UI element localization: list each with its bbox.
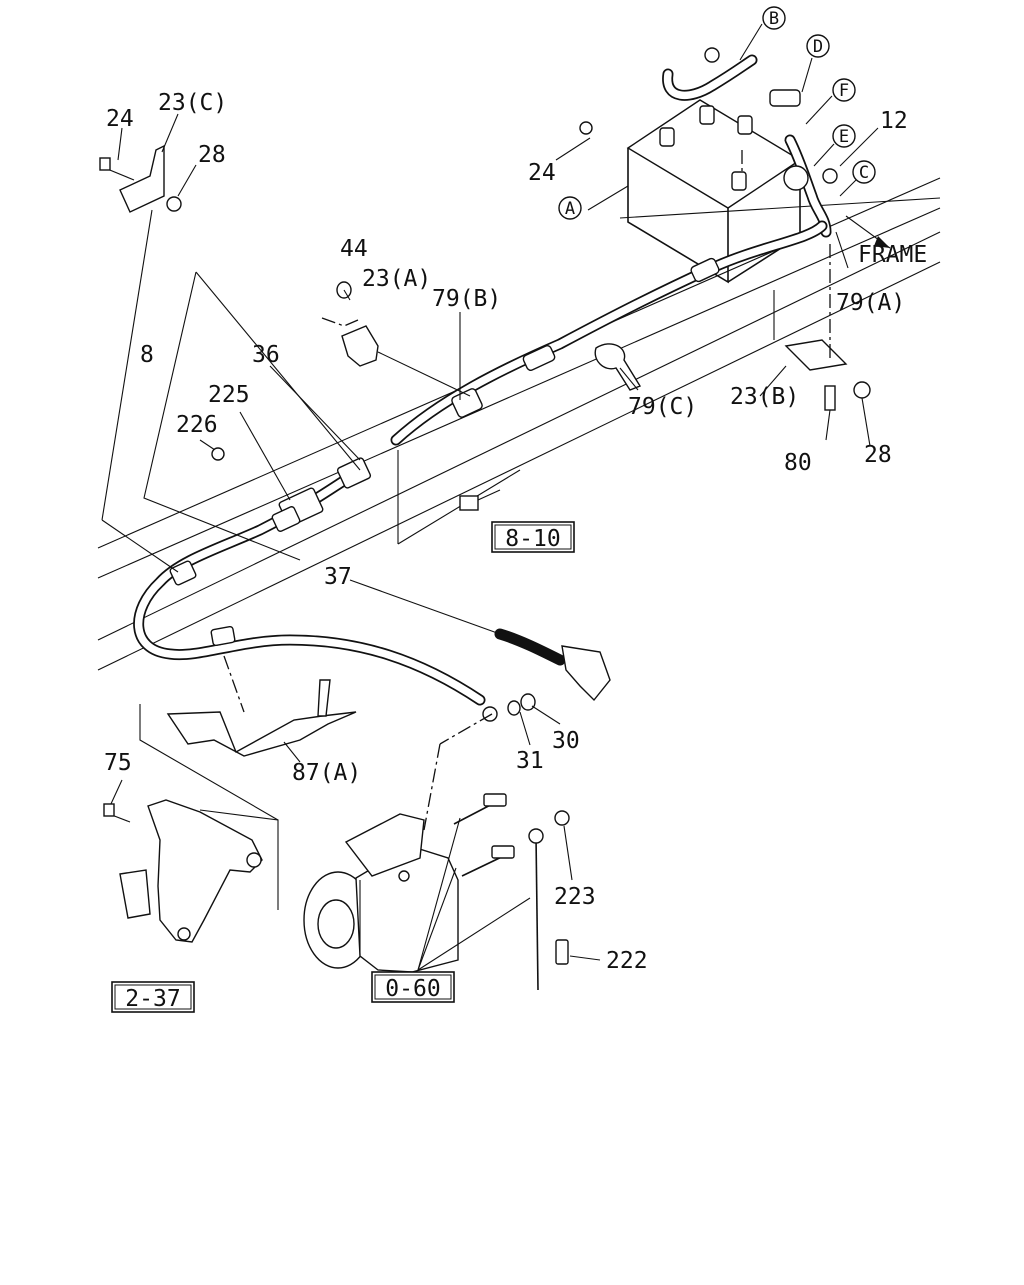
ref-box-2-37: 2-37 [111, 981, 195, 1013]
svg-text:C: C [859, 163, 869, 183]
callout-e: E [832, 124, 856, 148]
ref-box-8-10: 8-10 [491, 521, 575, 553]
frame-rails [97, 177, 941, 671]
label-79b: 79(B) [432, 286, 501, 312]
bracket-23c [99, 144, 182, 521]
svg-text:8-10: 8-10 [505, 526, 560, 552]
harness-leader-lines [101, 271, 521, 573]
label-24-battery: 24 [528, 160, 556, 186]
label-226: 226 [176, 412, 218, 438]
svg-text:2-37: 2-37 [125, 986, 180, 1012]
callout-d: D [806, 34, 830, 58]
label-frame: FRAME [858, 242, 927, 268]
callout-f: F [832, 78, 856, 102]
label-28-top-left: 28 [198, 142, 226, 168]
label-44: 44 [340, 236, 368, 262]
label-80: 80 [784, 450, 812, 476]
label-28-right: 28 [864, 442, 892, 468]
label-225: 225 [208, 382, 250, 408]
label-87a: 87(A) [292, 760, 361, 786]
label-223: 223 [554, 884, 596, 910]
circled-callouts: B D F E C A [558, 6, 876, 220]
label-23c: 23(C) [158, 90, 227, 116]
starter-bracket [103, 799, 279, 943]
label-75: 75 [104, 750, 132, 776]
label-79a: 79(A) [836, 290, 905, 316]
label-30: 30 [552, 728, 580, 754]
small-fasteners [99, 121, 593, 817]
label-12: 12 [880, 108, 908, 134]
label-79c: 79(C) [628, 394, 697, 420]
svg-text:0-60: 0-60 [385, 976, 440, 1002]
label-36: 36 [252, 342, 280, 368]
label-23b: 23(B) [730, 384, 799, 410]
main-battery-cable [390, 220, 828, 446]
label-24-top-left: 24 [106, 106, 134, 132]
label-31: 31 [516, 748, 544, 774]
starter-fasteners [417, 793, 570, 991]
callout-c: C [852, 160, 876, 184]
callout-a: A [558, 196, 582, 220]
bracket-23a [321, 281, 471, 397]
label-23a: 23(A) [362, 266, 431, 292]
part-labels: 24 23(C) 28 44 23(A) 79(B) 8 36 225 226 … [104, 90, 927, 974]
frame-arrow-head [874, 236, 890, 248]
ref-box-0-60: 0-60 [371, 971, 455, 1003]
starter-motor [303, 813, 459, 973]
svg-text:A: A [565, 199, 575, 219]
clip-79c [594, 343, 642, 391]
harness-connectors [133, 457, 498, 722]
bracket-87a [139, 655, 357, 821]
svg-text:D: D [813, 37, 823, 57]
label-222: 222 [606, 948, 648, 974]
nut-30-washer-31 [423, 693, 536, 831]
bracket-23b [773, 244, 871, 411]
label-37: 37 [324, 564, 352, 590]
svg-text:F: F [839, 81, 849, 101]
boxed-references: 8-10 2-37 0-60 [111, 521, 575, 1013]
label-8: 8 [140, 342, 154, 368]
connector-37-end [494, 628, 611, 702]
svg-text:E: E [839, 127, 849, 147]
battery-box [626, 99, 802, 284]
callout-b: B [762, 6, 786, 30]
svg-text:B: B [769, 9, 779, 29]
